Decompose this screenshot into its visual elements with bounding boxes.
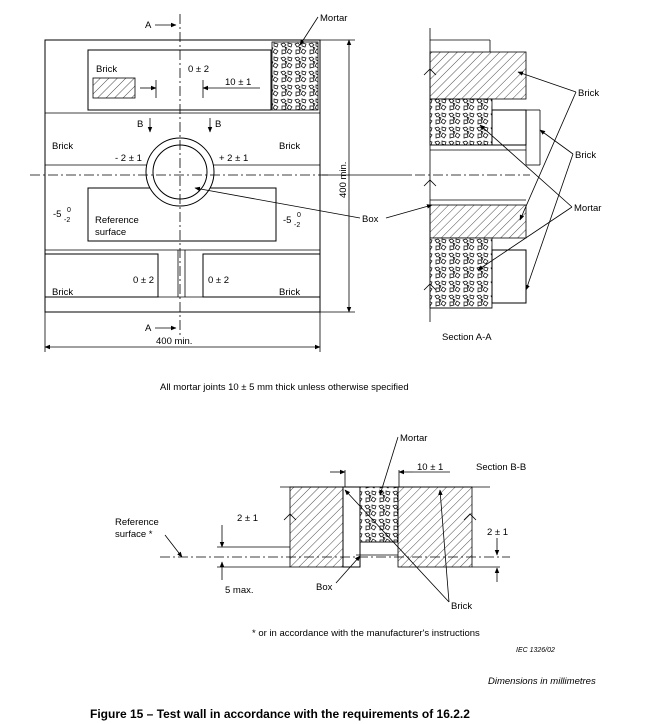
bb-dim-5-max: 5 max. (225, 585, 254, 596)
tol-minus5-right: -5 (283, 215, 291, 226)
tol-upper-right: 0 (297, 212, 301, 219)
aa-brick-mid-outline (491, 109, 527, 146)
mortar-label: Mortar (320, 13, 347, 24)
aa-brick-top (429, 51, 527, 100)
brick-bottom-left (44, 253, 159, 298)
bb-dim-10: 10 ± 1 (417, 462, 443, 473)
iec-reference: IEC 1326/02 (516, 647, 555, 654)
section-marker-a-top: A (145, 20, 152, 31)
aa-brick-lower (429, 204, 527, 239)
ref-surface-label-1: Reference (95, 215, 139, 226)
bb-mortar (359, 486, 399, 543)
tol-top: 0 ± 2 (188, 64, 209, 75)
bb-brick-label: Brick (451, 601, 472, 612)
footnote: * or in accordance with the manufacturer… (252, 628, 480, 639)
ref-surface-label-2: surface (95, 227, 126, 238)
box-label: Box (362, 214, 379, 225)
bb-ref-label-2: surface * (115, 529, 153, 540)
bb-box-label: Box (316, 582, 333, 593)
height-dim: 400 min. (338, 162, 349, 198)
section-marker-b-right: B (215, 119, 221, 130)
figure-caption: Figure 15 – Test wall in accordance with… (90, 707, 470, 721)
bb-dim-2-right: 2 ± 1 (487, 527, 508, 538)
aa-mortar-1 (429, 98, 493, 146)
tol-upper-left: 0 (67, 207, 71, 214)
width-dim: 400 min. (156, 336, 192, 347)
aa-mortar-label: Mortar (574, 203, 601, 214)
brick-hatch-swatch (92, 77, 136, 99)
brick-right-label: Brick (279, 141, 300, 152)
aa-brick-bottom-outline (491, 249, 527, 304)
section-aa: Brick Brick Mortar Section A-A (423, 28, 601, 343)
aa-brick-label: Brick (578, 88, 599, 99)
tol-bottom-right: 0 ± 2 (208, 275, 229, 286)
bb-mortar-label: Mortar (400, 433, 427, 444)
tol-lower-right: -2 (294, 222, 300, 229)
tol-minus2: - 2 ± 1 (115, 153, 142, 164)
units-note: Dimensions in millimetres (488, 676, 596, 687)
aa-mortar-2 (429, 237, 493, 309)
bb-ref-label-1: Reference (115, 517, 159, 528)
brick-top-label: Brick (96, 64, 117, 75)
bb-brick-right (397, 486, 473, 568)
section-bb: 10 ± 1 Section B-B Mortar 2 ± 1 5 max. 2… (115, 433, 526, 612)
section-marker-a-bottom: A (145, 323, 152, 334)
dim-10-top: 10 ± 1 (225, 77, 251, 88)
mortar-joint-note: All mortar joints 10 ± 5 mm thick unless… (160, 382, 409, 393)
tol-plus2: + 2 ± 1 (219, 153, 248, 164)
tol-bottom-left: 0 ± 2 (133, 275, 154, 286)
front-view: A A B B Mortar Brick 0 ± 2 10 ± 1 Brick … (30, 13, 530, 352)
brick-bottom-right (202, 253, 321, 298)
section-marker-b-left: B (137, 119, 143, 130)
section-bb-title: Section B-B (476, 462, 526, 473)
bb-dim-2-left: 2 ± 1 (237, 513, 258, 524)
section-aa-title: Section A-A (442, 332, 492, 343)
brick-left-label: Brick (52, 141, 73, 152)
tol-minus5-left: -5 (53, 209, 61, 220)
aa-brick2-label: Brick (575, 150, 596, 161)
tol-lower-left: -2 (64, 217, 70, 224)
brick-br-label: Brick (279, 287, 300, 298)
brick-bl-label: Brick (52, 287, 73, 298)
mortar-top (271, 41, 319, 111)
